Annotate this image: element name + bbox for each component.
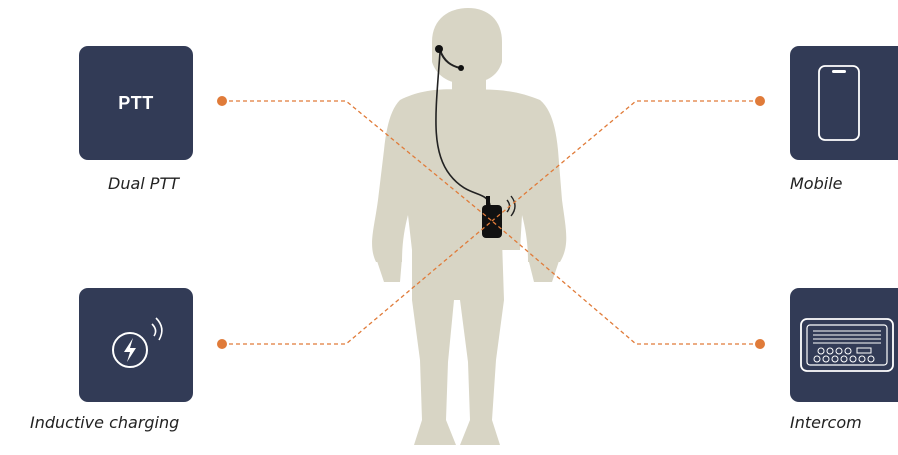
wireless-charging-bolt-icon <box>96 310 176 380</box>
ptt-feature-box: PTT <box>79 46 193 160</box>
connector-dot-charging <box>217 339 227 349</box>
mobile-feature-box <box>790 46 898 160</box>
intercom-radio-icon <box>797 313 897 377</box>
intercom-label: Intercom <box>790 413 862 432</box>
connector-dot-mobile <box>755 96 765 106</box>
mobile-label: Mobile <box>790 174 842 193</box>
connector-dot-ptt <box>217 96 227 106</box>
connector-dot-intercom <box>755 339 765 349</box>
charging-label: Inductive charging <box>30 413 179 432</box>
charging-feature-box <box>79 288 193 402</box>
ptt-label: Dual PTT <box>108 174 179 193</box>
intercom-feature-box <box>790 288 898 402</box>
ptt-box-text: PTT <box>118 93 154 114</box>
soldier-silhouette <box>372 8 566 445</box>
smartphone-icon <box>813 62 865 144</box>
